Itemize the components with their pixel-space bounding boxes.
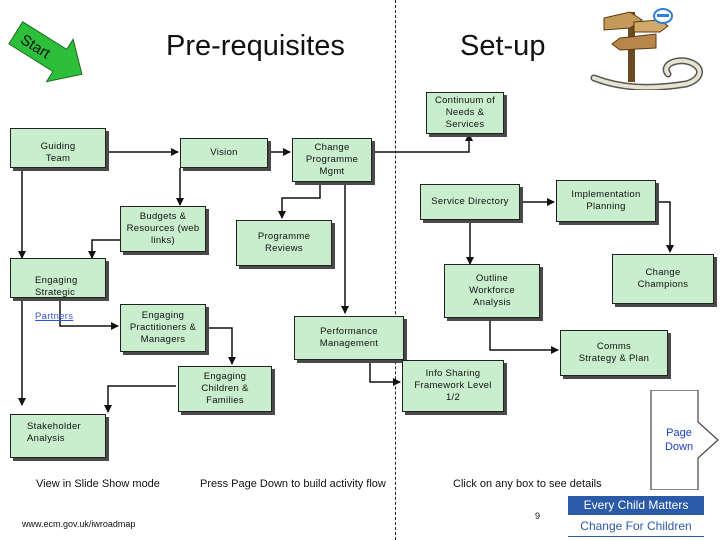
box-vision[interactable]: Vision [180, 138, 268, 168]
logo-line-1: Every Child Matters [568, 496, 704, 515]
outline-workforce-label: Outline Workforce Analysis [469, 273, 515, 308]
partners-link[interactable]: Partners [35, 311, 74, 322]
box-programme-reviews[interactable]: Programme Reviews [236, 220, 332, 266]
box-engaging-strategic-partners[interactable]: Engaging Strategic Partners [10, 258, 106, 322]
box-outline-workforce-analysis[interactable]: Outline Workforce Analysis [444, 264, 540, 318]
footer-click-any-box: Click on any box to see details [453, 478, 602, 490]
performance-management-label: Performance Management [319, 326, 379, 349]
box-budgets-resources[interactable]: Budgets & Resources (web links) [120, 206, 206, 252]
box-service-directory[interactable]: Service Directory [420, 184, 520, 220]
implementation-planning-label: Implementation Planning [571, 189, 641, 212]
box-continuum-of-needs[interactable]: Continuum of Needs & Services [426, 92, 504, 134]
box-engaging-children-families[interactable]: Engaging Children & Families [178, 366, 272, 412]
box-change-champions[interactable]: Change Champions [612, 254, 714, 304]
page-down-button[interactable]: Page Down [650, 390, 720, 490]
change-champions-label: Change Champions [637, 267, 689, 290]
comms-strategy-label: Comms Strategy & Plan [578, 341, 650, 364]
heading-setup: Set-up [460, 30, 546, 62]
box-implementation-planning[interactable]: Implementation Planning [556, 180, 656, 222]
vision-label: Vision [210, 147, 238, 158]
change-programme-label: Change Programme Mgmt [305, 142, 359, 177]
box-change-programme[interactable]: Change Programme Mgmt [292, 138, 372, 182]
guiding-team-label: Guiding Team [40, 141, 76, 164]
page-number: 9 [535, 511, 541, 521]
info-sharing-label: Info Sharing Framework Level 1/2 [414, 368, 492, 403]
footer-url[interactable]: www.ecm.gov.uk/iwroadmap [22, 519, 136, 529]
box-guiding-team[interactable]: Guiding Team [10, 128, 106, 168]
box-stakeholder-analysis[interactable]: Stakeholder Analysis [10, 414, 106, 458]
page-down-arrow-icon [650, 390, 719, 490]
start-arrow-icon: Start [8, 21, 83, 83]
logo-line-2: Change For Children [568, 516, 704, 537]
programme-reviews-label: Programme Reviews [257, 231, 311, 254]
every-child-matters-logo: Every Child Matters Change For Children [568, 496, 704, 537]
engaging-practitioners-label: Engaging Practitioners & Managers [129, 310, 197, 345]
engaging-strategic-label: Engaging Strategic [35, 275, 78, 298]
service-directory-label: Service Directory [431, 196, 509, 207]
phase-divider [395, 0, 396, 540]
heading-prerequisites: Pre-requisites [166, 30, 345, 62]
continuum-label: Continuum of Needs & Services [434, 95, 496, 130]
engaging-children-label: Engaging Children & Families [201, 371, 249, 406]
footer-slide-show: View in Slide Show mode [36, 478, 160, 490]
box-comms-strategy[interactable]: Comms Strategy & Plan [560, 330, 668, 376]
signpost-icon [590, 8, 703, 90]
budgets-label: Budgets & Resources (web links) [126, 211, 200, 246]
box-engaging-practitioners[interactable]: Engaging Practitioners & Managers [120, 304, 206, 352]
box-info-sharing-framework[interactable]: Info Sharing Framework Level 1/2 [402, 360, 504, 412]
page-down-label: Page Down [664, 427, 694, 453]
stakeholder-analysis-label: Stakeholder Analysis [27, 421, 82, 444]
box-performance-management[interactable]: Performance Management [294, 316, 404, 360]
footer-press-page-down: Press Page Down to build activity flow [200, 478, 386, 490]
